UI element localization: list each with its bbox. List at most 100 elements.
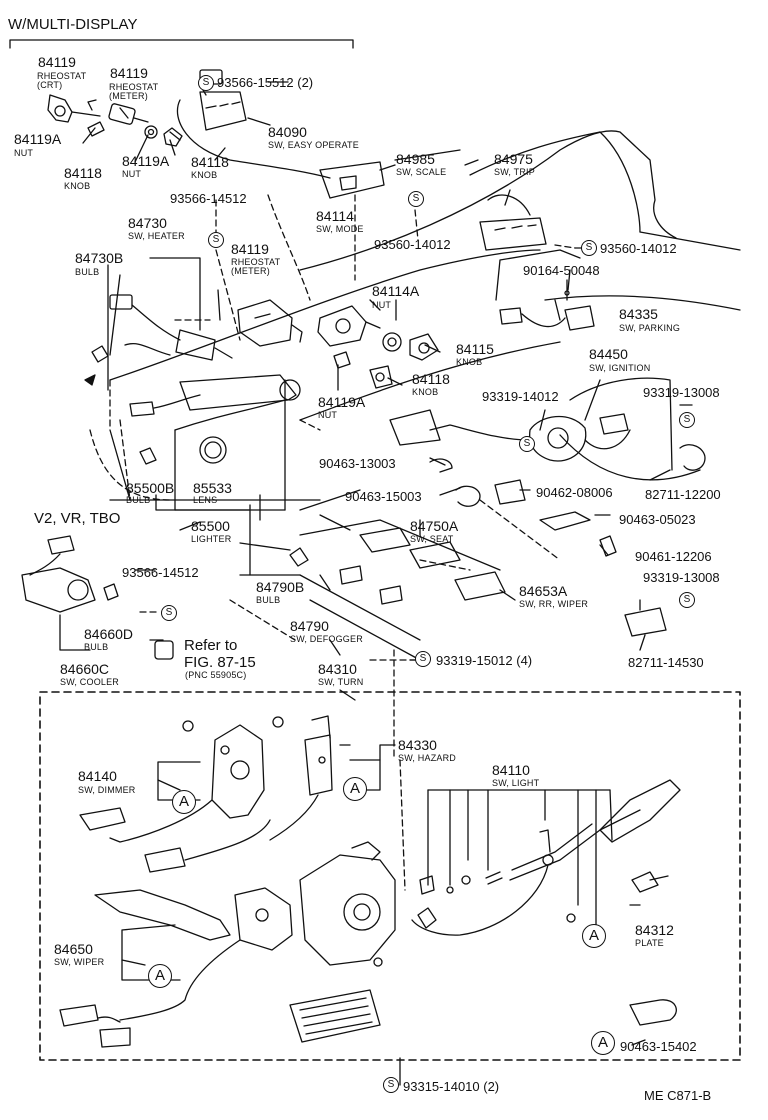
part-number-93566-14512-lower: 93566-14512 — [122, 565, 199, 580]
part-number-84115: 84115 — [456, 341, 494, 357]
lighter-panel-part — [129, 374, 301, 417]
heater-switch-part — [109, 294, 233, 361]
part-number-90463-15402: 90463-15402 — [620, 1039, 697, 1054]
part-number-84790: 84790 — [290, 618, 329, 634]
part-desc-dimmer: SW, DIMMER — [78, 785, 136, 795]
part-desc-rheostat-meter: RHEOSTAT (METER) — [109, 82, 159, 101]
screw-symbol: S — [198, 75, 214, 91]
part-number-84450: 84450 — [589, 346, 628, 362]
part-number-84975: 84975 — [494, 151, 533, 167]
part-number-84660d: 84660D — [84, 626, 134, 642]
part-number-84119-crt: 84119 — [38, 54, 76, 70]
part-desc-mode: SW, MODE — [316, 224, 364, 234]
part-desc-cooler: SW, COOLER — [60, 677, 120, 687]
part-number-84114a: 84114A — [372, 283, 420, 299]
part-desc-lens: LENS — [193, 495, 218, 505]
trip-switch-part — [479, 194, 547, 251]
part-number-84118-knob-2: 84118 — [191, 154, 229, 170]
part-desc-light: SW, LIGHT — [492, 778, 540, 788]
screw-symbol: S — [161, 605, 177, 621]
header-bracket — [9, 39, 354, 49]
part-desc-ignition: SW, IGNITION — [589, 363, 651, 373]
turn-switch-part — [299, 841, 396, 967]
rheostat-crt-part — [47, 94, 105, 137]
part-number-84730b: 84730B — [75, 250, 124, 266]
part-desc-nut-2: NUT — [122, 169, 142, 179]
part-number-84650: 84650 — [54, 941, 93, 957]
part-desc-knob-4: KNOB — [412, 387, 439, 397]
part-desc-bulb-3: BULB — [256, 595, 281, 605]
part-desc-parking: SW, PARKING — [619, 323, 681, 333]
rheostat-meter-small-part — [87, 99, 149, 125]
screw-symbol: S — [208, 232, 224, 248]
part-number-93319-13008-upper: 93319-13008 — [643, 385, 720, 400]
part-number-93319-15012: 93319-15012 (4) — [436, 653, 533, 668]
part-number-93560-14012-left: 93560-14012 — [374, 237, 451, 252]
part-number-90462-08006: 90462-08006 — [536, 485, 613, 500]
part-number-85500b: 85500B — [126, 480, 175, 496]
diagram-code: ME C871-B — [644, 1088, 712, 1103]
part-number-84119a-nut-1: 84119A — [14, 131, 62, 147]
part-number-84119-meter-2: 84119 — [231, 241, 269, 257]
part-desc-hazard: SW, HAZARD — [398, 753, 457, 763]
part-number-84119a-nut-3: 84119A — [318, 394, 366, 410]
part-number-84090: 84090 — [268, 124, 307, 140]
part-desc-knob-1: KNOB — [64, 181, 91, 191]
connector-part — [289, 989, 381, 1043]
part-desc-nut-4: NUT — [318, 410, 338, 420]
part-number-84985: 84985 — [396, 151, 435, 167]
ignition-switch-part — [389, 409, 631, 462]
part-desc-lighter: LIGHTER — [191, 534, 232, 544]
part-desc-nut-1: NUT — [14, 148, 34, 158]
part-number-84118-knob-3: 84118 — [412, 371, 450, 387]
part-desc-seat: SW, SEAT — [410, 534, 454, 544]
part-desc-turn: SW, TURN — [318, 677, 364, 687]
part-number-93566-14512-upper: 93566-14512 — [170, 191, 247, 206]
part-number-85533: 85533 — [193, 480, 232, 496]
rheostat-meter-large-part — [237, 299, 303, 347]
part-desc-rr-wiper: SW, RR, WIPER — [519, 599, 589, 609]
part-desc-plate: PLATE — [635, 938, 664, 948]
part-desc-nut-3: NUT — [372, 300, 392, 310]
reference-note-line3: (PNC 55905C) — [185, 670, 247, 680]
part-desc-bulb-1: BULB — [75, 267, 100, 277]
part-number-82711-12200: 82711-12200 — [645, 487, 721, 502]
part-number-93319-14012: 93319-14012 — [482, 389, 559, 404]
parking-switch-part — [499, 305, 595, 331]
switch-panel-part — [289, 527, 506, 605]
part-number-84790b: 84790B — [256, 579, 305, 595]
part-number-84335: 84335 — [619, 306, 658, 322]
group-a-callout: A — [582, 924, 606, 948]
part-number-84730: 84730 — [128, 215, 167, 231]
part-number-90461-12206: 90461-12206 — [635, 549, 712, 564]
part-desc-easy-operate: SW, EASY OPERATE — [268, 140, 359, 150]
part-desc-knob-3: KNOB — [456, 357, 483, 367]
turn-switch-frame — [39, 691, 741, 1061]
part-number-84750a: 84750A — [410, 518, 459, 534]
part-desc-heater: SW, HEATER — [128, 231, 185, 241]
part-number-84310: 84310 — [318, 661, 357, 677]
page-title: W/MULTI-DISPLAY — [8, 16, 138, 33]
mode-switch-part — [317, 305, 381, 347]
variant-label: V2, VR, TBO — [34, 510, 121, 527]
part-number-90164-50048: 90164-50048 — [523, 263, 600, 278]
part-number-84114: 84114 — [316, 208, 354, 224]
part-desc-bulb-4: BULB — [84, 642, 109, 652]
screw-symbol: S — [408, 191, 424, 207]
reference-note-line1: Refer to — [184, 637, 238, 654]
dimmer-switch-part — [79, 716, 284, 873]
scale-switch-part — [319, 161, 385, 199]
part-number-84119-meter: 84119 — [110, 65, 148, 81]
hazard-switch-part — [269, 715, 333, 841]
part-number-93560-14012-right: 93560-14012 — [600, 241, 677, 256]
part-number-84330: 84330 — [398, 737, 437, 753]
part-number-93566-15512: 93566-15512 (2) — [217, 75, 314, 90]
screw-symbol: S — [679, 592, 695, 608]
group-a-callout: A — [148, 964, 172, 988]
part-number-90463-05023: 90463-05023 — [619, 512, 696, 527]
part-number-84660c: 84660C — [60, 661, 110, 677]
dashboard-outline — [299, 130, 677, 271]
part-desc-rheostat-crt: RHEOSTAT (CRT) — [37, 71, 87, 90]
